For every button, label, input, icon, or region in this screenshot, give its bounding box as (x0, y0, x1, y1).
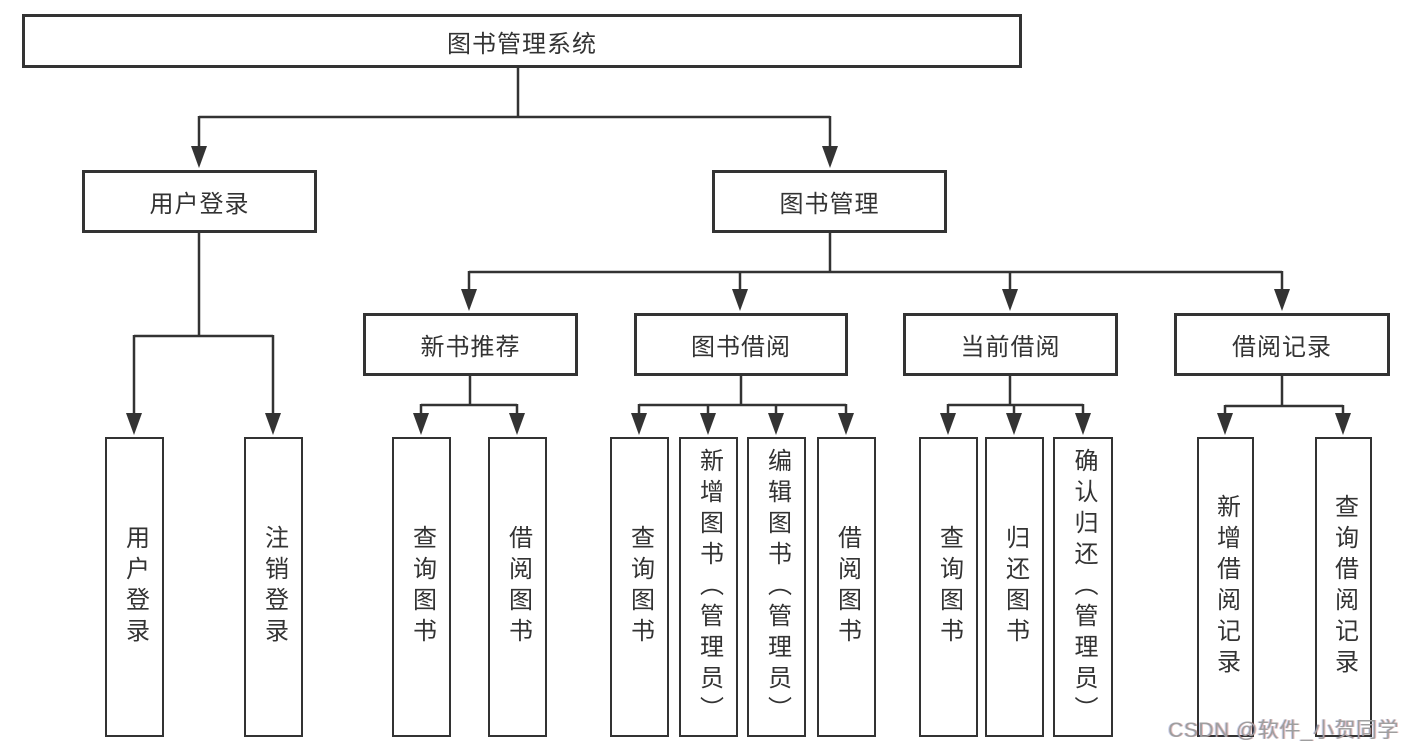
leaf-label: 新增借阅记录 (1212, 494, 1240, 680)
leaf-query-books-3: 查询图书 (919, 437, 978, 737)
leaf-borrow-books-1: 借阅图书 (488, 437, 547, 737)
leaf-return-books: 归还图书 (985, 437, 1044, 737)
leaf-add-books-admin: 新增图书（管理员） (679, 437, 738, 737)
leaf-label: 借阅图书 (833, 525, 861, 649)
leaf-label: 编辑图书（管理员） (763, 447, 791, 727)
leaf-user-login: 用户登录 (105, 437, 164, 737)
leaf-confirm-return-admin: 确认归还（管理员） (1053, 437, 1113, 737)
node-label: 图书借阅 (691, 334, 791, 361)
node-label: 图书管理系统 (447, 30, 597, 58)
leaf-label: 注销登录 (260, 525, 288, 649)
node-root-system: 图书管理系统 (22, 14, 1022, 68)
node-label: 图书管理 (779, 191, 880, 218)
leaf-label: 确认归还（管理员） (1070, 447, 1097, 727)
node-label: 当前借阅 (960, 334, 1061, 361)
node-label: 用户登录 (149, 191, 250, 218)
leaf-label: 借阅图书 (504, 525, 532, 649)
csdn-watermark: CSDN @软件_小贺同学 (1168, 719, 1399, 742)
leaf-edit-books-admin: 编辑图书（管理员） (747, 437, 806, 737)
leaf-label: 查询图书 (935, 525, 963, 649)
node-book-borrowing: 图书借阅 (634, 313, 848, 376)
leaf-label: 查询借阅记录 (1330, 494, 1358, 680)
node-label: 借阅记录 (1232, 334, 1332, 361)
node-borrow-records: 借阅记录 (1174, 313, 1390, 376)
leaf-label: 查询图书 (408, 525, 436, 649)
leaf-query-books-2: 查询图书 (610, 437, 669, 737)
node-new-book-recommend: 新书推荐 (363, 313, 578, 376)
leaf-label: 新增图书（管理员） (695, 447, 723, 727)
leaf-logout: 注销登录 (244, 437, 303, 737)
leaf-label: 用户登录 (121, 525, 149, 649)
node-current-borrowing: 当前借阅 (903, 313, 1118, 376)
leaf-query-borrow-record: 查询借阅记录 (1315, 437, 1372, 737)
node-user-login: 用户登录 (82, 170, 317, 233)
leaf-label: 查询图书 (626, 525, 654, 649)
leaf-borrow-books-2: 借阅图书 (817, 437, 876, 737)
leaf-query-books-1: 查询图书 (392, 437, 451, 737)
leaf-label: 归还图书 (1001, 525, 1029, 649)
node-book-management: 图书管理 (712, 170, 947, 233)
node-label: 新书推荐 (420, 334, 521, 361)
leaf-add-borrow-record: 新增借阅记录 (1197, 437, 1254, 737)
